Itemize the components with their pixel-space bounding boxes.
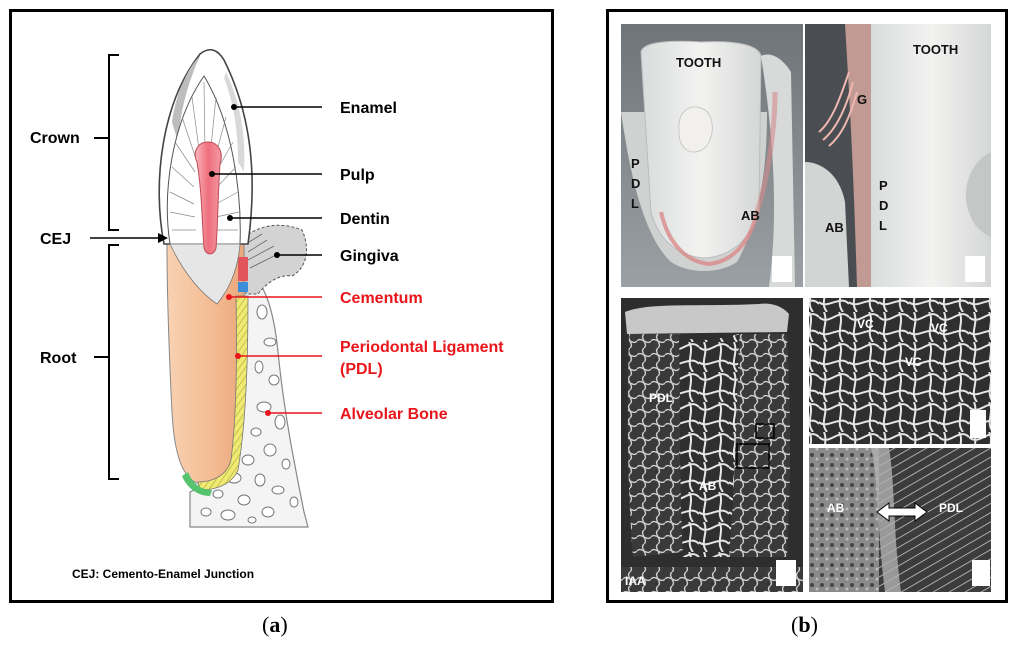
- photo-left-ab: AB: [741, 208, 760, 223]
- micrograph-grid: TOOTH P D L AB TOOTH G P D L AB: [621, 24, 991, 592]
- caption-a: (a): [262, 612, 288, 637]
- crown-bracket: [94, 54, 119, 231]
- double-arrow: [876, 502, 928, 522]
- label-alveolar-bone: Alveolar Bone: [340, 406, 448, 423]
- label-dentin: Dentin: [340, 211, 390, 228]
- sem-left-ab: AB: [699, 479, 717, 493]
- root-bracket: [94, 244, 119, 480]
- pdl-top-red: [238, 257, 248, 281]
- sem-vc-2: VC: [931, 321, 948, 335]
- sem-vc-1: VC: [857, 317, 874, 331]
- panel-a-tooth-diagram: Crown CEJ Root Enamel Pulp Dentin: [9, 9, 554, 603]
- sem-left-iaa: IAA: [625, 574, 646, 588]
- pulp-shape: [194, 141, 222, 255]
- photo-right-pdl-p: P: [879, 178, 888, 193]
- cementum-blue-mark: [238, 282, 248, 292]
- enamel-shadow: [172, 56, 200, 142]
- gingiva-shape: [242, 224, 307, 295]
- tooth-diagram: Crown CEJ Root Enamel Pulp Dentin: [30, 48, 504, 581]
- photo-left-pdl-l: L: [631, 196, 639, 211]
- photo-left: TOOTH P D L AB: [621, 24, 803, 287]
- label-pdl-line1: Periodontal Ligament: [340, 339, 504, 356]
- label-crown: Crown: [30, 130, 80, 147]
- photo-left-pdl-d: D: [631, 176, 640, 191]
- cej-arrow-head: [158, 233, 168, 243]
- photo-right-pdl-d: D: [879, 198, 888, 213]
- sem-left: PDL AB IAA: [621, 298, 803, 592]
- dentin-tubules: [169, 81, 240, 231]
- leader-lines-red: [229, 296, 322, 414]
- leader-dots-black: [209, 104, 280, 258]
- pdl-bottom-green: [182, 472, 212, 496]
- footnote-cej: CEJ: Cemento-Enamel Junction: [72, 567, 254, 581]
- photo-right-g: G: [857, 92, 867, 107]
- label-enamel: Enamel: [340, 100, 397, 117]
- label-pulp: Pulp: [340, 167, 375, 184]
- sem-bottom-right: AB PDL: [809, 448, 991, 592]
- photo-left-tooth: TOOTH: [676, 55, 721, 70]
- leader-dots-red: [226, 294, 271, 416]
- label-root: Root: [40, 350, 77, 367]
- sem-left-pdl: PDL: [649, 391, 673, 405]
- caption-b: (b): [791, 612, 818, 637]
- photo-right-tooth: TOOTH: [913, 42, 958, 57]
- bone-trabeculae: [200, 304, 299, 524]
- panel-b-micrographs: TOOTH P D L AB TOOTH G P D L AB: [606, 9, 1008, 603]
- sem-top-right: VC VC VC: [809, 298, 991, 444]
- label-cej: CEJ: [40, 231, 71, 248]
- caption-b-letter: b: [798, 612, 811, 637]
- leader-lines-black: [212, 106, 322, 256]
- label-cementum: Cementum: [340, 290, 423, 307]
- root-dentin-cap: [169, 243, 241, 305]
- caption-a-letter: a: [269, 612, 281, 637]
- photo-left-pdl-p: P: [631, 156, 640, 171]
- label-gingiva: Gingiva: [340, 248, 399, 265]
- photo-right: TOOTH G P D L AB: [805, 24, 991, 287]
- sem-br-pdl: PDL: [939, 501, 963, 515]
- photo-right-ab: AB: [825, 220, 844, 235]
- sem-br-ab: AB: [827, 501, 845, 515]
- photo-right-pdl-l: L: [879, 218, 887, 233]
- sem-vc-3: VC: [905, 355, 922, 369]
- enamel-shadow-right: [224, 72, 245, 172]
- gingiva-fibers: [245, 233, 279, 269]
- label-pdl-line2: (PDL): [340, 361, 383, 378]
